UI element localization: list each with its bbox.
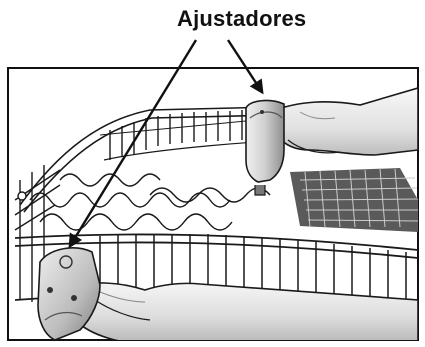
callout-label: Ajustadores — [177, 6, 306, 31]
rack-left-side — [14, 165, 61, 305]
dishwasher-upper-rack-illustration-icon — [14, 87, 418, 340]
adjuster-top-icon — [245, 99, 285, 196]
rack-right-mesh — [290, 168, 418, 232]
arrow-to-top-adjuster — [226, 39, 264, 95]
arrow-to-bottom-adjuster — [68, 39, 198, 249]
rack-wavy-wires — [29, 173, 271, 231]
adjuster-bottom-icon — [37, 247, 101, 340]
callout-arrows — [68, 39, 264, 249]
rack-front-tines — [99, 234, 407, 316]
